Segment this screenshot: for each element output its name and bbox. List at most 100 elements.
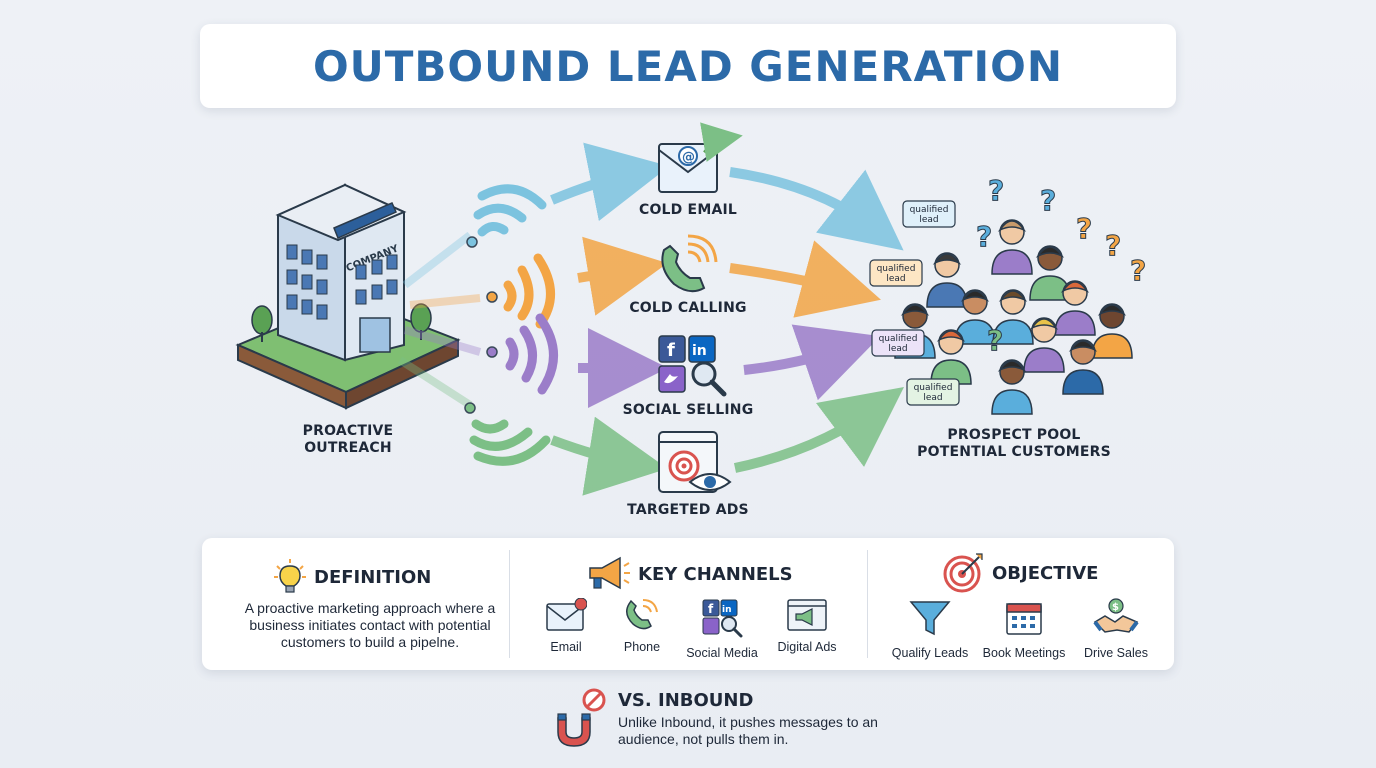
channel-label-ads: TARGETED ADS: [627, 502, 749, 518]
svg-text:qualified: qualified: [879, 334, 918, 344]
key-channel-email-label: Email: [550, 640, 582, 654]
question-mark-icon: ?: [987, 324, 1003, 357]
prospect-person-icon: [992, 289, 1034, 345]
prospects-label-line1: PROSPECT POOL: [947, 427, 1081, 443]
divider-1: [509, 550, 510, 658]
key-channel-phone-label: Phone: [623, 640, 661, 654]
prospect-person-icon: [1029, 245, 1071, 301]
prospect-person-icon: [1091, 303, 1133, 359]
phone-icon: [626, 599, 658, 630]
megaphone-icon: [589, 556, 630, 590]
lightbulb-icon: [274, 559, 306, 593]
prospect-person-icon: [1023, 317, 1065, 373]
question-mark-icon: ?: [1040, 184, 1056, 217]
prospects-label-line2: POTENTIAL CUSTOMERS: [917, 444, 1111, 460]
prospects-label: PROSPECT POOL POTENTIAL CUSTOMERS: [908, 427, 1120, 461]
divider-2: [867, 550, 868, 658]
prospect-crowd: ???????qualifiedleadqualifiedleadqualifi…: [869, 174, 1147, 415]
prospect-person-icon: [930, 329, 972, 385]
key-channel-email: Email: [516, 598, 616, 654]
page-title: OUTBOUND LEAD GENERATION: [312, 41, 1064, 91]
svg-text:in: in: [722, 605, 732, 615]
signal-beams: [397, 231, 482, 409]
outreach-diagram: COMPANY: [235, 122, 1147, 496]
objective-book-meetings: Book Meetings: [974, 598, 1074, 660]
target-icon: [943, 553, 983, 593]
arrow-email-to-prospects: [729, 167, 904, 251]
social-media-icon: f in: [658, 335, 727, 397]
signal-waves-blue: [466, 184, 547, 248]
key-channel-social-label: Social Media: [686, 646, 758, 660]
objective-drive-sales-label: Drive Sales: [1084, 646, 1148, 660]
phone-icon: [661, 234, 718, 293]
definition-heading-text: DEFINITION: [314, 566, 432, 588]
channel-label-calling: COLD CALLING: [629, 300, 747, 316]
question-mark-icon: ?: [1105, 229, 1121, 262]
channel-label-email: COLD EMAIL: [638, 202, 738, 218]
key-channel-ads: Digital Ads: [757, 598, 857, 654]
svg-text:$: $: [1112, 602, 1119, 613]
prospect-person-icon: [1054, 280, 1096, 336]
arrow-calling-to-prospects: [729, 240, 881, 318]
channel-label-social: SOCIAL SELLING: [622, 402, 754, 418]
svg-text:qualified: qualified: [877, 264, 916, 274]
prospect-person-icon: [1062, 339, 1104, 395]
vs-inbound-heading: VS. INBOUND: [618, 690, 754, 711]
key-channel-social: f in Social Media: [672, 598, 772, 660]
handshake-icon: $: [1093, 598, 1139, 633]
svg-text:qualified: qualified: [910, 205, 949, 215]
prospect-person-icon: [991, 219, 1033, 275]
calendar-icon: [1006, 603, 1042, 635]
envelope-icon: @: [658, 122, 743, 193]
key-channels-heading-text: KEY CHANNELS: [638, 563, 793, 585]
social-media-icon: f in: [702, 599, 743, 638]
question-mark-icon: ?: [976, 220, 992, 253]
svg-text:@: @: [682, 150, 695, 165]
company-building-icon: COMPANY: [235, 183, 461, 410]
objective-heading: OBJECTIVE: [942, 552, 1098, 594]
megaphone-ad-icon: [787, 599, 827, 631]
signal-waves-green: [464, 402, 551, 466]
envelope-icon: [546, 598, 587, 631]
question-mark-icon: ?: [1130, 254, 1146, 287]
svg-text:f: f: [667, 340, 675, 361]
arrow-ads-to-prospects: [733, 387, 905, 473]
objective-qualify-leads-label: Qualify Leads: [891, 646, 969, 660]
definition-text: A proactive marketing approach where a b…: [244, 600, 496, 650]
title-card: OUTBOUND LEAD GENERATION: [200, 24, 1176, 108]
source-label-line2: OUTREACH: [304, 440, 392, 456]
ad-target-icon: [658, 431, 732, 493]
arrow-to-calling: [577, 236, 668, 316]
info-card: DEFINITION A proactive marketing approac…: [202, 538, 1174, 670]
definition-heading: DEFINITION: [274, 558, 431, 596]
source-label-line1: PROACTIVE: [302, 423, 394, 439]
key-channel-phone: Phone: [592, 598, 692, 654]
source-label: PROACTIVE OUTREACH: [296, 423, 400, 457]
key-channels-heading: KEY CHANNELS: [586, 554, 793, 594]
vs-inbound-text: Unlike Inbound, it pushes messages to an…: [618, 714, 878, 747]
objective-drive-sales: $ Drive Sales: [1066, 598, 1166, 660]
arrow-to-email: [550, 142, 670, 222]
svg-text:f: f: [708, 602, 714, 616]
svg-text:qualified: qualified: [914, 383, 953, 393]
funnel-icon: [909, 601, 951, 636]
objective-book-meetings-label: Book Meetings: [982, 646, 1066, 660]
svg-text:lead: lead: [888, 344, 907, 354]
arrow-social-to-prospects: [743, 324, 881, 401]
prospect-person-icon: [991, 359, 1033, 415]
question-mark-icon: ?: [988, 174, 1004, 207]
objective-qualify-leads: Qualify Leads: [880, 598, 980, 660]
signal-waves-purple: [486, 313, 558, 395]
vs-inbound-section: VS. INBOUND Unlike Inbound, it pushes me…: [548, 688, 888, 758]
prospect-person-icon: [926, 252, 968, 308]
key-channel-ads-label: Digital Ads: [777, 640, 837, 654]
magnet-no-icon: [557, 688, 606, 747]
svg-text:in: in: [692, 343, 707, 359]
question-mark-icon: ?: [1076, 212, 1092, 245]
objective-heading-text: OBJECTIVE: [992, 562, 1099, 584]
svg-text:lead: lead: [919, 215, 938, 225]
